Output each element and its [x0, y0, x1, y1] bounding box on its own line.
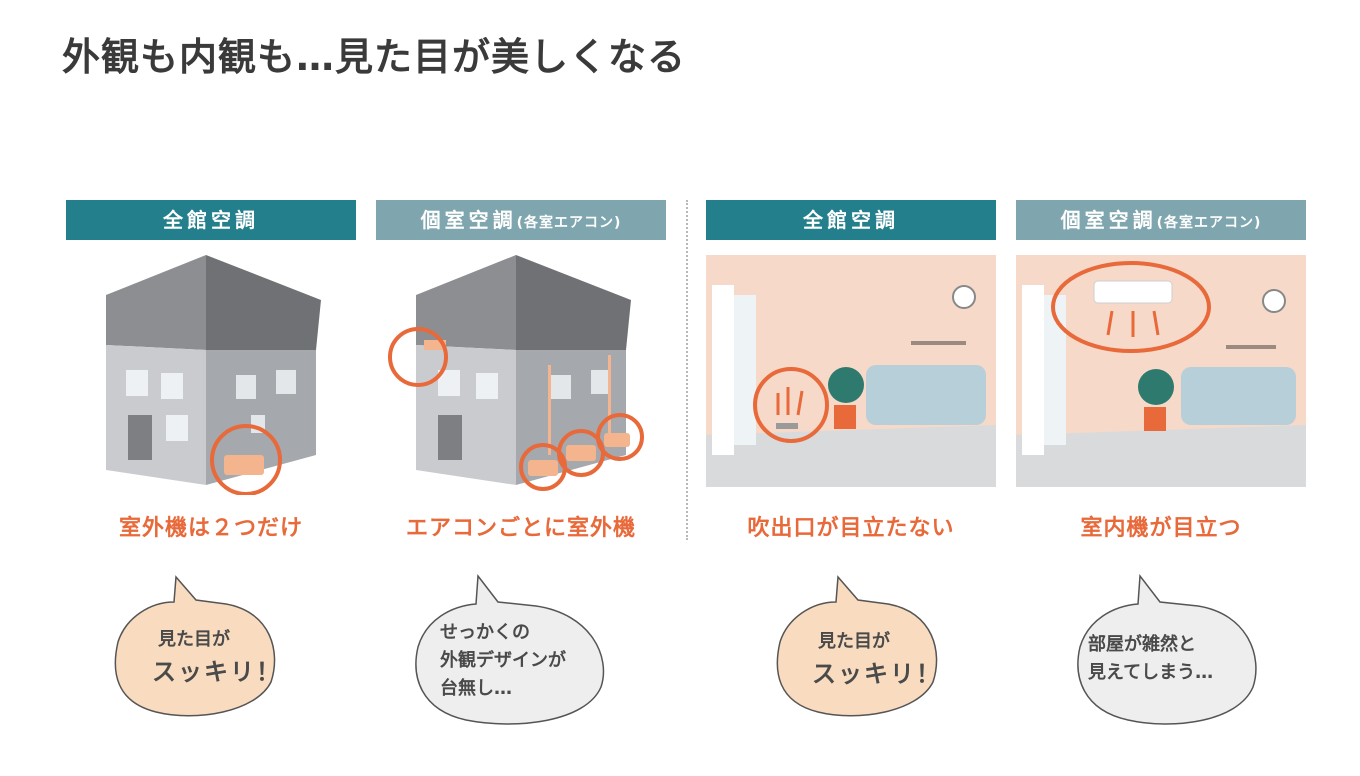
header-main-label: 全館空調 [803, 208, 899, 232]
highlight-circle [1051, 261, 1211, 353]
plant-pot [834, 405, 856, 429]
bubble-line-1: 見た目が [158, 629, 230, 650]
door [128, 415, 152, 460]
bubble-line-3: 台無し… [440, 678, 512, 699]
header-main-label: 全館空調 [163, 208, 259, 232]
wall-front [106, 345, 206, 485]
clock-icon [1262, 289, 1286, 313]
speech-bubble-negative [415, 573, 605, 725]
header-main-label: 個室空調 [1060, 208, 1157, 232]
curtain [1022, 285, 1044, 455]
bubble-line-2: 外観デザインが [440, 650, 566, 671]
column-header: 全館空調 [66, 200, 356, 240]
plant-leaves [828, 367, 864, 403]
house-illustration [106, 255, 321, 495]
speech-bubble-positive [114, 575, 276, 717]
caption: 吹出口が目立たない [747, 516, 955, 541]
page-title: 外観も内観も…見た目が美しくなる [62, 35, 687, 79]
pipe [608, 355, 611, 435]
airflow-arrow [1106, 310, 1160, 337]
room-floor [1016, 425, 1306, 487]
caption: 室外機は２つだけ [118, 516, 303, 541]
bubble-line-1: 見た目が [818, 631, 890, 652]
room-illustration [706, 255, 996, 487]
curtain [712, 285, 734, 455]
section-divider [686, 200, 688, 540]
speech-bubble-positive [776, 575, 938, 717]
clock-icon [952, 285, 976, 309]
sofa [1181, 367, 1296, 425]
bubble-line-2: 見えてしまう… [1088, 662, 1214, 683]
window [476, 373, 498, 399]
plant-pot [1144, 407, 1166, 431]
highlight-circle [596, 413, 644, 461]
column-header: 個室空調(各室エアコン) [376, 200, 666, 240]
window [166, 415, 188, 441]
room-illustration [1016, 255, 1306, 487]
bubble-line-2: スッキリ！ [152, 658, 282, 686]
column-room-ac-interior: 個室空調(各室エアコン) 室内機が目立つ 部屋が雑然と 見えてしまう… [1016, 200, 1306, 725]
window [1044, 295, 1066, 445]
outdoor-unit [224, 455, 264, 475]
indoor-unit [424, 340, 446, 350]
header-sub-label: (各室エアコン) [516, 215, 622, 231]
window [161, 373, 183, 399]
shelf [1226, 345, 1276, 349]
outdoor-unit [528, 460, 558, 476]
wall-ac-unit [1093, 280, 1173, 304]
header-sub-label: (各室エアコン) [1156, 215, 1262, 231]
shelf [911, 341, 966, 345]
wall-front [416, 345, 516, 485]
window [591, 370, 611, 394]
caption: 室内機が目立つ [1080, 516, 1242, 541]
roof-left [416, 255, 516, 350]
window [126, 370, 148, 396]
bubble-line-1: 部屋が雑然と [1088, 634, 1196, 655]
bubble-line-2: スッキリ！ [812, 660, 942, 688]
window [438, 370, 460, 396]
roof-right [206, 255, 321, 350]
sofa [866, 365, 986, 425]
highlight-circle [210, 424, 282, 495]
pipe [548, 365, 551, 455]
floor-vent [776, 423, 798, 429]
window [236, 375, 256, 399]
highlight-circle [388, 327, 448, 387]
column-whole-house-interior: 全館空調 吹出口が目立たない 見た目が スッキリ！ [706, 200, 996, 717]
roof-right [516, 255, 631, 350]
header-main-label: 個室空調 [420, 208, 517, 232]
window [276, 370, 296, 394]
outdoor-unit [604, 433, 630, 447]
airflow-arrow [776, 387, 804, 416]
speech-bubble-negative [1077, 573, 1257, 725]
column-header: 全館空調 [706, 200, 996, 240]
plant-leaves [1138, 369, 1174, 405]
house-illustration [388, 255, 644, 491]
highlight-circle [753, 367, 829, 443]
window [551, 375, 571, 399]
window [734, 295, 756, 445]
column-room-ac-exterior: 個室空調(各室エアコン) エアコンごとに室外機 せっかくの 外観デザインが 台無… [376, 200, 666, 725]
bubble-line-1: せっかくの [440, 622, 530, 643]
column-header: 個室空調(各室エアコン) [1016, 200, 1306, 240]
outdoor-unit [566, 445, 596, 461]
door [438, 415, 462, 460]
caption: エアコンごとに室外機 [405, 516, 636, 541]
column-whole-house-exterior: 全館空調 室外機は２つだけ 見た目が スッキリ！ [66, 200, 356, 717]
roof-left [106, 255, 206, 350]
